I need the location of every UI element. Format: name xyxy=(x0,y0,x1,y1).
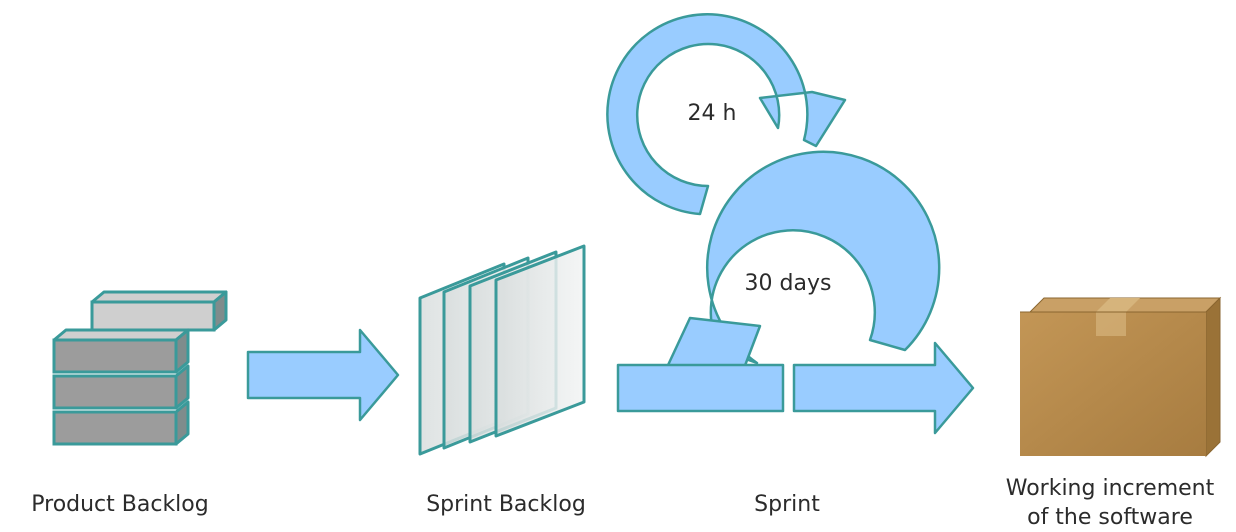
sprint-label: Sprint xyxy=(754,492,820,517)
backlog-item-block xyxy=(90,290,228,332)
product-backlog-icon xyxy=(52,290,228,446)
box-tape xyxy=(1096,298,1140,312)
box-tape-front xyxy=(1096,312,1126,336)
product-backlog-label: Product Backlog xyxy=(31,492,208,517)
backlog-item-block xyxy=(52,328,190,374)
daily-cycle-label: 24 h xyxy=(688,101,737,126)
sprint-backlog-sheet xyxy=(494,244,586,438)
sprint-cycle-group xyxy=(606,13,975,435)
sprint-cycle-arrow-icon xyxy=(706,150,941,365)
working-increment-label-line-2: of the software xyxy=(1027,505,1193,530)
sprint-cycle-label: 30 days xyxy=(745,271,832,296)
sprint-exit-arrow-icon xyxy=(792,341,975,435)
sprint-backlog-icon xyxy=(418,244,586,456)
working-increment-label-line-1: Working increment xyxy=(1006,476,1215,501)
box-side xyxy=(1205,296,1221,458)
backlog-item-block xyxy=(52,364,190,410)
flow-arrow-icon xyxy=(246,328,400,422)
working-increment-icon xyxy=(1020,296,1222,458)
sprint-backlog-label: Sprint Backlog xyxy=(426,492,586,517)
daily-cycle-arrow-icon xyxy=(606,13,847,216)
backlog-item-block xyxy=(52,400,190,446)
sprint-entry-bar xyxy=(616,363,785,413)
